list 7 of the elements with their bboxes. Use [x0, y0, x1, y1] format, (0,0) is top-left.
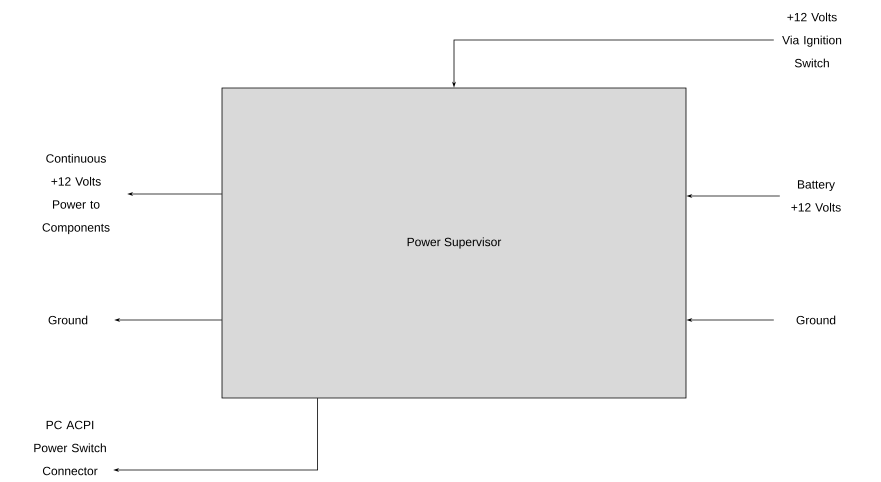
- signal-label: +12 Volts Via Ignition Switch: [782, 12, 842, 68]
- signal-label: Continuous +12 Volts Power to Components: [42, 154, 110, 234]
- supervisor-box: Power Supervisor: [222, 88, 686, 398]
- signal-label: Ground: [48, 316, 88, 324]
- signal-label: Battery +12 Volts: [791, 180, 841, 212]
- signal-label: PC ACPI Power Switch Connector: [34, 420, 106, 476]
- signal-label: Ground: [796, 316, 836, 324]
